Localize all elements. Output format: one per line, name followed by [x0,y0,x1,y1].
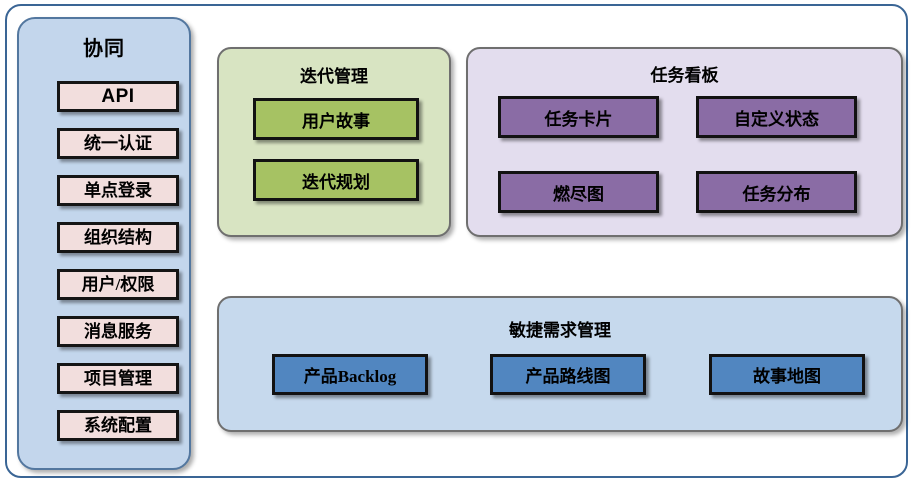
requirements-item-product-backlog[interactable]: 产品Backlog [272,354,428,395]
iteration-item-iteration-planning[interactable]: 迭代规划 [253,159,419,201]
taskboard-item-custom-status[interactable]: 自定义状态 [696,96,857,138]
sidebar-item-project-management[interactable]: 项目管理 [57,363,179,394]
sidebar-item-api[interactable]: API [57,81,179,112]
panel-collaboration[interactable]: 协同 API 统一认证 单点登录 组织结构 用户/权限 消息服务 项目管理 系统… [17,17,191,470]
requirements-item-story-map[interactable]: 故事地图 [709,354,865,395]
iteration-item-user-story[interactable]: 用户故事 [253,98,419,140]
sidebar-item-org-structure[interactable]: 组织结构 [57,222,179,253]
panel-iteration-management[interactable]: 迭代管理 用户故事 迭代规划 [217,47,451,237]
taskboard-item-burndown-chart[interactable]: 燃尽图 [498,171,659,213]
outer-frame [5,4,908,478]
taskboard-item-task-card[interactable]: 任务卡片 [498,96,659,138]
requirements-item-product-roadmap[interactable]: 产品路线图 [490,354,646,395]
taskboard-item-task-distribution[interactable]: 任务分布 [696,171,857,213]
panel-agile-requirements-title: 敏捷需求管理 [509,321,611,340]
sidebar-item-message-service[interactable]: 消息服务 [57,316,179,347]
panel-agile-requirements[interactable]: 敏捷需求管理 产品Backlog 产品路线图 故事地图 [217,296,903,432]
panel-task-board-title: 任务看板 [650,66,719,85]
sidebar-item-system-config[interactable]: 系统配置 [57,410,179,441]
sidebar-item-unified-auth[interactable]: 统一认证 [57,128,179,159]
sidebar-item-single-sign-on[interactable]: 单点登录 [57,175,179,206]
panel-collaboration-title: 协同 [83,38,125,60]
sidebar-item-user-permission[interactable]: 用户/权限 [57,269,179,300]
panel-iteration-management-title: 迭代管理 [300,67,368,86]
panel-task-board[interactable]: 任务看板 任务卡片 自定义状态 燃尽图 任务分布 [466,47,903,237]
